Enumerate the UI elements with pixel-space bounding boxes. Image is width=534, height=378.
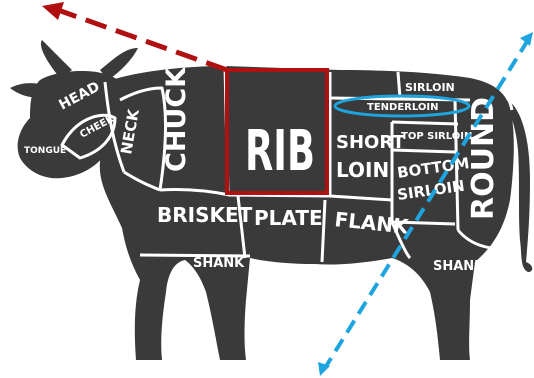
- label-brisket: BRISKET: [157, 203, 253, 227]
- label-shank-rear: SHANK: [433, 259, 485, 274]
- label-plate: PLATE: [254, 206, 323, 230]
- label-top-sirloin: TOP SIRLOIN: [401, 131, 472, 142]
- label-chuck: CHUCK: [161, 66, 192, 172]
- label-shank-front: SHANK: [193, 256, 245, 271]
- red-arrow: [42, 2, 227, 70]
- label-round: ROUND: [466, 97, 501, 220]
- label-tenderloin: TENDERLOIN: [367, 102, 438, 113]
- label-rib: RIB: [245, 119, 315, 184]
- label-short-loin-2: LOIN: [336, 158, 389, 182]
- label-sirloin: SIRLOIN: [405, 81, 455, 94]
- label-tongue: TONGUE: [24, 146, 66, 156]
- label-short-loin-1: SHORT: [336, 132, 405, 153]
